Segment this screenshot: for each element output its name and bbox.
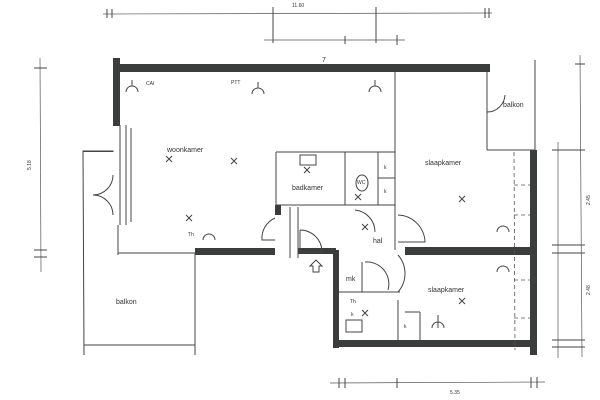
- room-label-woonkamer: woonkamer: [166, 147, 204, 154]
- closet-label: k: [384, 189, 387, 195]
- north-mark: 7: [322, 57, 326, 64]
- ptt-label: PTT: [231, 80, 240, 86]
- room-label-wc: WC: [357, 180, 366, 186]
- thermostat-label: Th: [188, 232, 194, 238]
- room-label-balkon-right: balkon: [503, 102, 524, 109]
- room-label-balkon-left: balkon: [116, 299, 137, 306]
- dimension-lines: [34, 7, 585, 388]
- room-label-hal: hal: [373, 238, 383, 245]
- room-label-mk: mk: [346, 276, 356, 283]
- labels: woonkamer badkamer WC slaapkamer slaapka…: [116, 57, 524, 330]
- room-label-badkamer: badkamer: [292, 185, 324, 192]
- closet-label: k: [351, 312, 354, 318]
- room-label-slaapkamer-2: slaapkamer: [428, 287, 465, 294]
- fixtures: [125, 80, 510, 333]
- cai-label: CAI: [146, 81, 154, 87]
- dim-right-lower: 2.48: [586, 285, 592, 295]
- closet-label: k: [384, 165, 387, 171]
- light-x-marks: [165, 155, 466, 317]
- doors: [92, 94, 506, 293]
- dim-total-width: 11.60: [292, 3, 304, 9]
- partitions: [82, 60, 536, 356]
- thermostat-label-2: Th: [350, 299, 356, 305]
- dim-left-height: 5.18: [27, 160, 33, 170]
- room-label-slaapkamer-1: slaapkamer: [425, 160, 462, 167]
- closet-label: k: [404, 324, 407, 330]
- sink-icon: [299, 154, 317, 166]
- dim-right-upper: 2.45: [586, 195, 592, 205]
- kitchen-stove-icon: [345, 319, 363, 333]
- walls: [113, 58, 537, 355]
- entrance-arrow-icon: [308, 259, 324, 273]
- outlet-icons: [125, 80, 510, 329]
- toilet-icon: [355, 174, 369, 192]
- dim-bottom-width: 5.35: [450, 390, 460, 396]
